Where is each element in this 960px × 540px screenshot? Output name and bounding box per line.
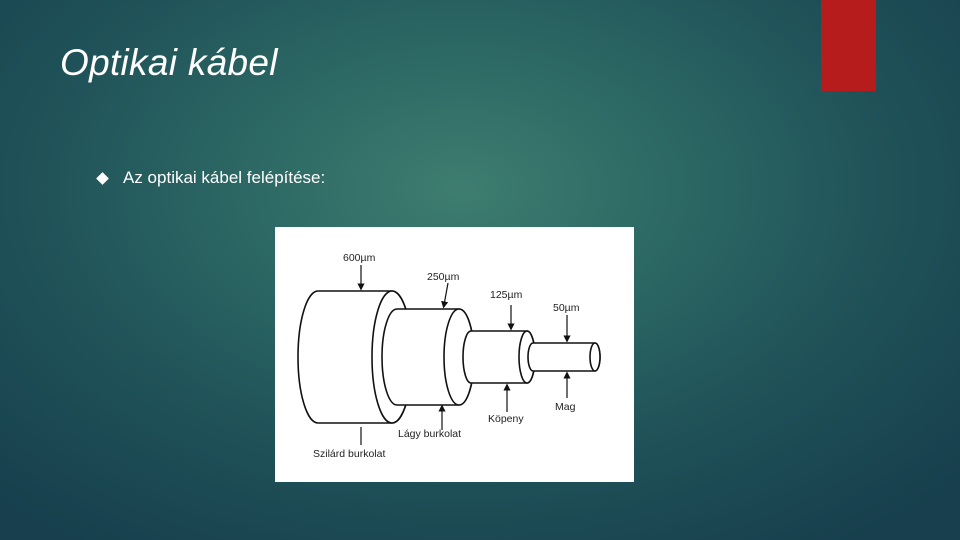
label-250um: 250µm bbox=[427, 271, 460, 283]
label-50um: 50µm bbox=[553, 302, 580, 314]
bullet-text: Az optikai kábel felépítése: bbox=[123, 168, 326, 187]
diamond-bullet-icon bbox=[96, 171, 109, 185]
kopeny-layer bbox=[462, 330, 536, 384]
slide-title: Optikai kábel bbox=[60, 42, 278, 83]
label-125um: 125µm bbox=[490, 289, 523, 301]
label-mag: Mag bbox=[555, 401, 576, 413]
bullet-item: Az optikai kábel felépítése: bbox=[96, 168, 325, 188]
mag-layer bbox=[527, 342, 601, 372]
accent-bar bbox=[821, 0, 876, 91]
arrow-250 bbox=[441, 282, 449, 309]
fiber-cable-svg: 600µm 250µm 125µm 50µm Mag Köpeny Lágy b… bbox=[297, 252, 601, 460]
label-szilard-burkolat: Szilárd burkolat bbox=[313, 448, 385, 460]
label-600um: 600µm bbox=[343, 252, 376, 264]
label-lagy-burkolat: Lágy burkolat bbox=[398, 428, 461, 440]
label-kopeny: Köpeny bbox=[488, 413, 524, 425]
fiber-cable-diagram: 600µm 250µm 125µm 50µm Mag Köpeny Lágy b… bbox=[275, 227, 634, 482]
lagy-burkolat-layer bbox=[381, 308, 475, 406]
